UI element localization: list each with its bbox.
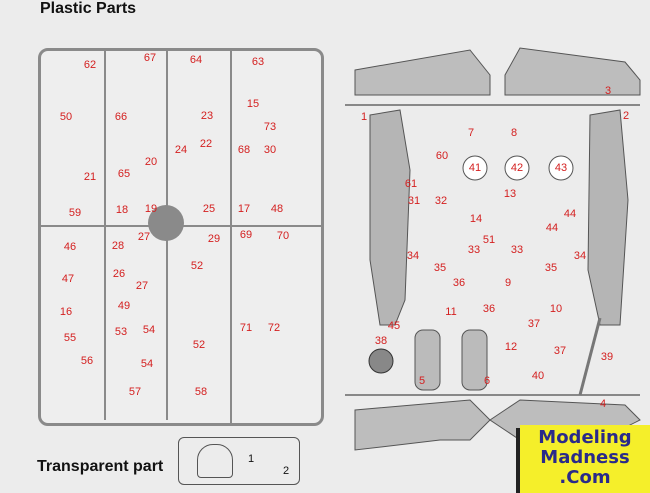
part-number: 22 (199, 138, 213, 150)
part-number: 21 (83, 171, 97, 183)
part-number: 42 (510, 162, 524, 174)
part-number: 50 (59, 111, 73, 123)
part-number: 39 (600, 351, 614, 363)
part-number: 16 (59, 306, 73, 318)
part-number: 24 (174, 144, 188, 156)
part-number: 33 (467, 244, 481, 256)
part-number: 37 (527, 318, 541, 330)
part-number: 7 (467, 127, 475, 139)
part-number: 30 (263, 144, 277, 156)
part-number: 71 (239, 322, 253, 334)
part-number: 34 (406, 250, 420, 262)
part-number: 40 (531, 370, 545, 382)
part-number: 63 (251, 56, 265, 68)
part-number: 41 (468, 162, 482, 174)
part-number: 4 (599, 398, 607, 410)
part-number: 38 (374, 335, 388, 347)
part-number: 49 (117, 300, 131, 312)
part-number: 1 (360, 111, 368, 123)
part-number: 47 (61, 273, 75, 285)
part-number: 35 (544, 262, 558, 274)
part-number: 23 (200, 110, 214, 122)
part-number: 11 (445, 306, 457, 318)
part-number: 69 (239, 229, 253, 241)
part-number: 68 (237, 144, 251, 156)
part-number: 17 (237, 203, 251, 215)
part-number: 53 (114, 326, 128, 338)
part-number: 70 (276, 230, 290, 242)
transparent-sprue (178, 437, 300, 485)
transparent-part-number: 1 (247, 453, 255, 465)
part-number: 27 (135, 280, 149, 292)
part-number: 2 (622, 110, 630, 122)
part-number: 14 (469, 213, 483, 225)
part-number: 36 (482, 303, 496, 315)
plastic-parts-heading: Plastic Parts (40, 0, 137, 17)
part-number: 56 (80, 355, 94, 367)
part-number: 48 (270, 203, 284, 215)
part-number: 19 (144, 203, 158, 215)
part-number: 6 (483, 375, 491, 387)
transparent-part-heading: Transparent part (37, 458, 164, 475)
part-number: 54 (142, 324, 156, 336)
part-number: 10 (549, 303, 563, 315)
part-number: 73 (263, 121, 277, 133)
part-number: 37 (553, 345, 567, 357)
part-number: 51 (482, 234, 496, 246)
part-number: 15 (246, 98, 260, 110)
part-number: 20 (144, 156, 158, 168)
part-number: 59 (68, 207, 82, 219)
part-number: 64 (189, 54, 203, 66)
part-number: 52 (190, 260, 204, 272)
part-number: 28 (111, 240, 125, 252)
part-number: 32 (434, 195, 448, 207)
part-number: 61 (404, 178, 418, 190)
part-number: 31 (407, 195, 421, 207)
part-number: 46 (63, 241, 77, 253)
part-number: 52 (192, 339, 206, 351)
part-number: 5 (418, 375, 426, 387)
part-number: 25 (202, 203, 216, 215)
part-number: 45 (387, 320, 401, 332)
part-number: 44 (545, 222, 559, 234)
part-number: 72 (267, 322, 281, 334)
part-number: 33 (510, 244, 524, 256)
part-number: 8 (510, 127, 518, 139)
part-number: 57 (128, 386, 142, 398)
part-number: 67 (143, 52, 157, 64)
logo-line: Modeling (538, 427, 632, 448)
part-number: 62 (83, 59, 97, 71)
part-number: 34 (573, 250, 587, 262)
part-number: 65 (117, 168, 131, 180)
part-number: 66 (114, 111, 128, 123)
part-number: 58 (194, 386, 208, 398)
part-number: 18 (115, 204, 129, 216)
part-number: 55 (63, 332, 77, 344)
part-number: 54 (140, 358, 154, 370)
part-number: 13 (503, 188, 517, 200)
part-number: 26 (112, 268, 126, 280)
part-number: 9 (504, 277, 512, 289)
part-number: 29 (207, 233, 221, 245)
logo-line: Madness (540, 447, 630, 468)
part-number: 60 (435, 150, 449, 162)
part-number: 43 (554, 162, 568, 174)
part-number: 35 (433, 262, 447, 274)
part-number: 36 (452, 277, 466, 289)
part-number: 12 (504, 341, 518, 353)
part-number: 3 (604, 85, 612, 97)
transparent-part-number: 2 (282, 465, 290, 477)
modeling-madness-logo: Modeling Madness .Com (520, 425, 650, 493)
part-number: 44 (563, 208, 577, 220)
part-number: 27 (137, 231, 151, 243)
logo-line: .Com (559, 467, 611, 488)
